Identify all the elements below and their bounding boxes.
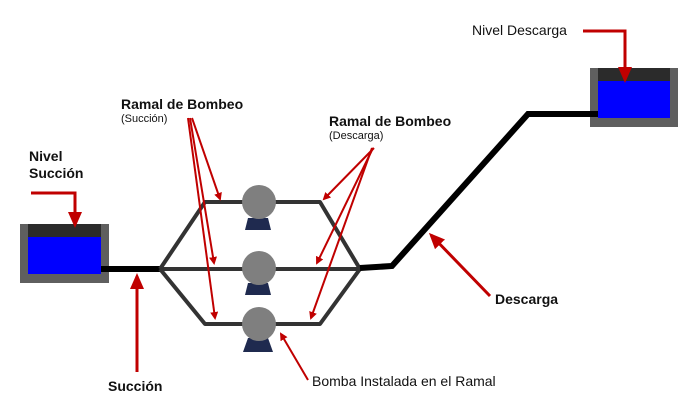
arrow-nivel-succion	[31, 191, 82, 228]
arrow-ramal-descarga-mid	[316, 147, 374, 265]
label-nivel-succion-line2: Succión	[29, 165, 84, 181]
discharge-pipe	[359, 111, 598, 271]
pump-body	[242, 251, 276, 285]
arrow-ramal-succion-bot	[187, 117, 219, 320]
label-bomba-instalada: Bomba Instalada en el Ramal	[312, 373, 496, 389]
label-succion: Succión	[108, 378, 163, 394]
label-ramal-succion: Ramal de Bombeo (Succión)	[121, 96, 243, 126]
pump-middle	[242, 251, 276, 295]
label-nivel-succion: Nivel Succión	[29, 148, 83, 182]
arrow-ramal-descarga-bot	[309, 147, 373, 320]
pump-body	[242, 307, 276, 341]
suction-tank	[20, 224, 109, 283]
arrow-ramal-succion-top	[191, 117, 222, 201]
arrow-bomba	[279, 332, 309, 381]
arrow-descarga	[428, 232, 492, 298]
pump-base	[245, 283, 271, 295]
pump-base	[245, 218, 271, 230]
label-descarga: Descarga	[495, 291, 559, 307]
label-ramal-succion-sub: (Succión)	[121, 113, 168, 125]
pump-body	[242, 185, 276, 219]
label-ramal-succion-title: Ramal de Bombeo	[121, 96, 244, 112]
label-ramal-descarga: Ramal de Bombeo (Descarga)	[329, 113, 451, 143]
label-nivel-succion-line1: Nivel	[29, 148, 63, 164]
arrow-nivel-descarga	[583, 29, 632, 83]
label-ramal-descarga-title: Ramal de Bombeo	[329, 113, 452, 129]
label-nivel-descarga: Nivel Descarga	[472, 22, 567, 38]
pump-base	[243, 338, 273, 352]
arrow-ramal-succion-mid	[189, 117, 217, 265]
label-ramal-descarga-sub: (Descarga)	[329, 130, 384, 142]
pump-top	[242, 185, 276, 230]
pump-bottom	[242, 307, 276, 352]
discharge-tank	[590, 68, 678, 127]
arrow-ramal-descarga-top	[322, 147, 375, 201]
